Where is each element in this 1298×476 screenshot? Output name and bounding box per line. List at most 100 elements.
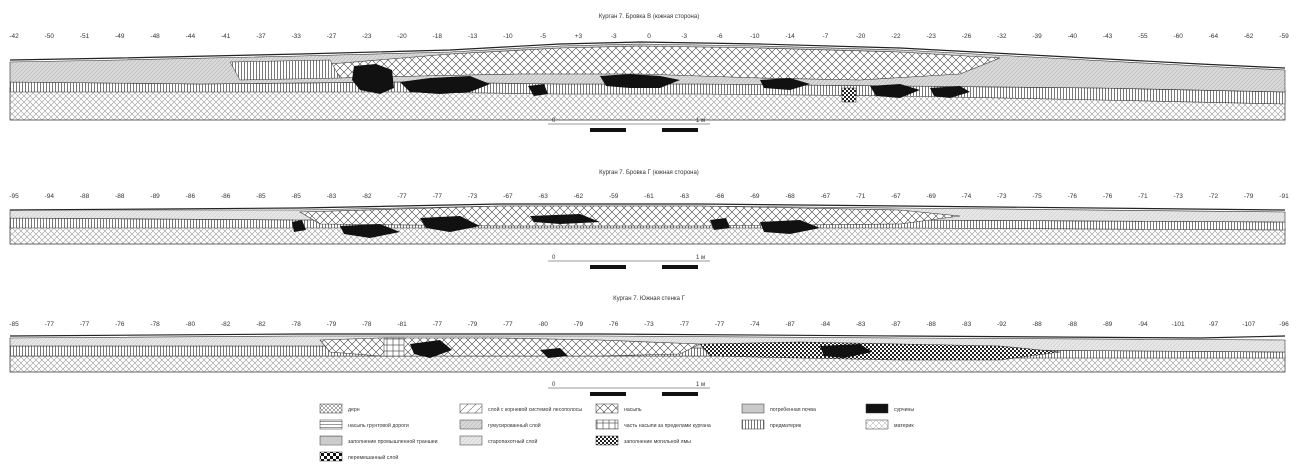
elevation-label: -61 — [644, 193, 654, 200]
legend-label-nasyp: насыпь — [624, 407, 642, 413]
elevation-label: -62 — [574, 193, 584, 200]
layer-grave — [699, 341, 1061, 361]
elevation-label: -84 — [821, 321, 831, 328]
elevation-label: -67 — [821, 193, 831, 200]
elevation-label: -74 — [750, 321, 760, 328]
elevation-label: -63 — [538, 193, 548, 200]
scale-end: 1 м — [696, 118, 705, 124]
elevation-label: -49 — [115, 33, 125, 40]
elevation-label: -74 — [962, 193, 972, 200]
elevation-label: -73 — [997, 193, 1007, 200]
elevation-label: -82 — [362, 193, 372, 200]
elevation-label: -95 — [9, 193, 19, 200]
elevation-label: -69 — [927, 193, 937, 200]
burrow-blobs — [292, 214, 820, 238]
elevation-label: -3 — [611, 33, 617, 40]
layer-parts — [229, 59, 341, 81]
elevation-label: -77 — [433, 193, 443, 200]
elevation-label: -77 — [397, 193, 407, 200]
elevation-label: -77 — [715, 321, 725, 328]
legend-swatch-humus — [459, 419, 483, 430]
elevation-label: -77 — [80, 321, 90, 328]
section-b: Курган 7. Бровка В (южная сторона) -42-5… — [9, 14, 1289, 132]
elevation-label: -88 — [115, 193, 125, 200]
elevation-label: -59 — [609, 193, 619, 200]
elevation-label: -22 — [891, 33, 901, 40]
elevation-label: -78 — [292, 321, 302, 328]
elevation-label: -94 — [45, 193, 55, 200]
legend-label-road: насыпь грунтовой дороги — [348, 422, 409, 429]
legend-swatch-mixed — [319, 451, 343, 462]
elevation-label: -40 — [1068, 33, 1078, 40]
elevation-label: -85 — [9, 321, 19, 328]
grave-fill — [841, 87, 857, 103]
surface-line — [9, 41, 1286, 69]
elevation-label: -79 — [327, 321, 337, 328]
elevation-label: -3 — [681, 33, 687, 40]
elevation-label: -23 — [362, 33, 372, 40]
legend-swatch-steppe — [459, 435, 483, 446]
elevation-label: -83 — [856, 321, 866, 328]
legend-swatch-nasyp — [595, 403, 619, 414]
legend-label-mater: материк — [894, 423, 914, 429]
elevation-label: -50 — [45, 33, 55, 40]
elevation-label: -77 — [433, 321, 443, 328]
elevation-labels: -42-50-51-49-48-44-41-37-33-27-23-20-18-… — [9, 33, 1289, 40]
elevation-label: -80 — [186, 321, 196, 328]
elevation-label: -97 — [1209, 321, 1219, 328]
elevation-label: -73 — [468, 193, 478, 200]
elevation-label: -26 — [962, 33, 972, 40]
elevation-label: -87 — [891, 321, 901, 328]
elevation-label: -82 — [221, 321, 231, 328]
elevation-label: -55 — [1138, 33, 1148, 40]
legend-label-parts: часть насыпи за пределами кургана — [624, 423, 711, 429]
elevation-label: -32 — [997, 33, 1007, 40]
elevation-label: -87 — [785, 321, 795, 328]
burrow-blobs — [410, 340, 872, 358]
legend-swatch-roots — [459, 403, 483, 414]
elevation-label: -83 — [327, 193, 337, 200]
elevation-label: -37 — [256, 33, 266, 40]
elevation-label: -66 — [715, 193, 725, 200]
elevation-label: -75 — [1032, 193, 1042, 200]
elevation-label: -64 — [1209, 33, 1219, 40]
elevation-label: -101 — [1172, 321, 1185, 328]
legend-label-mixed: перемешанный слой — [348, 454, 398, 461]
elevation-label: -76 — [115, 321, 125, 328]
elevation-label: -14 — [785, 33, 795, 40]
legend-label-roots: слой с корневой системой лесополосы — [488, 406, 582, 413]
section-g: Курган 7. Бровка Г (южная сторона) -95-9… — [9, 170, 1289, 269]
elevation-label: -43 — [1103, 33, 1113, 40]
elevation-labels: -95-94-88-88-89-86-86-85-85-83-82-77-77-… — [9, 193, 1289, 200]
elevation-label: -81 — [397, 321, 407, 328]
elevation-label: -88 — [927, 321, 937, 328]
layer-nasyp — [298, 205, 961, 227]
legend-label-dern: дерн — [348, 407, 360, 413]
legend-swatch-mater — [865, 419, 889, 430]
elevation-label: -79 — [1244, 193, 1254, 200]
elevation-label: -6 — [717, 33, 723, 40]
elevation-labels: -85-77-77-76-78-80-82-82-78-79-78-81-77-… — [9, 321, 1289, 328]
surface-line — [9, 203, 1286, 211]
scale-end: 1 м — [696, 255, 705, 261]
elevation-label: -107 — [1242, 321, 1255, 328]
elevation-label: -60 — [1173, 33, 1183, 40]
elevation-label: -85 — [292, 193, 302, 200]
elevation-label: -77 — [45, 321, 55, 328]
layer-nasyp — [329, 45, 1001, 81]
section-title: Курган 7. Южная стенка Г — [613, 296, 686, 302]
legend-swatch-road — [319, 419, 343, 430]
legend-label-buried: погребенная почва — [770, 407, 816, 413]
elevation-label: -73 — [644, 321, 654, 328]
elevation-label: -92 — [997, 321, 1007, 328]
legend-swatch-parts — [595, 419, 619, 430]
elevation-label: -89 — [150, 193, 160, 200]
elevation-label: -86 — [186, 193, 196, 200]
surface-line — [9, 333, 1286, 339]
scale-bar: 0 1 м — [548, 382, 710, 396]
elevation-label: -62 — [1244, 33, 1254, 40]
elevation-label: -73 — [1173, 193, 1183, 200]
elevation-label: -44 — [186, 33, 196, 40]
elevation-label: -88 — [1068, 321, 1078, 328]
